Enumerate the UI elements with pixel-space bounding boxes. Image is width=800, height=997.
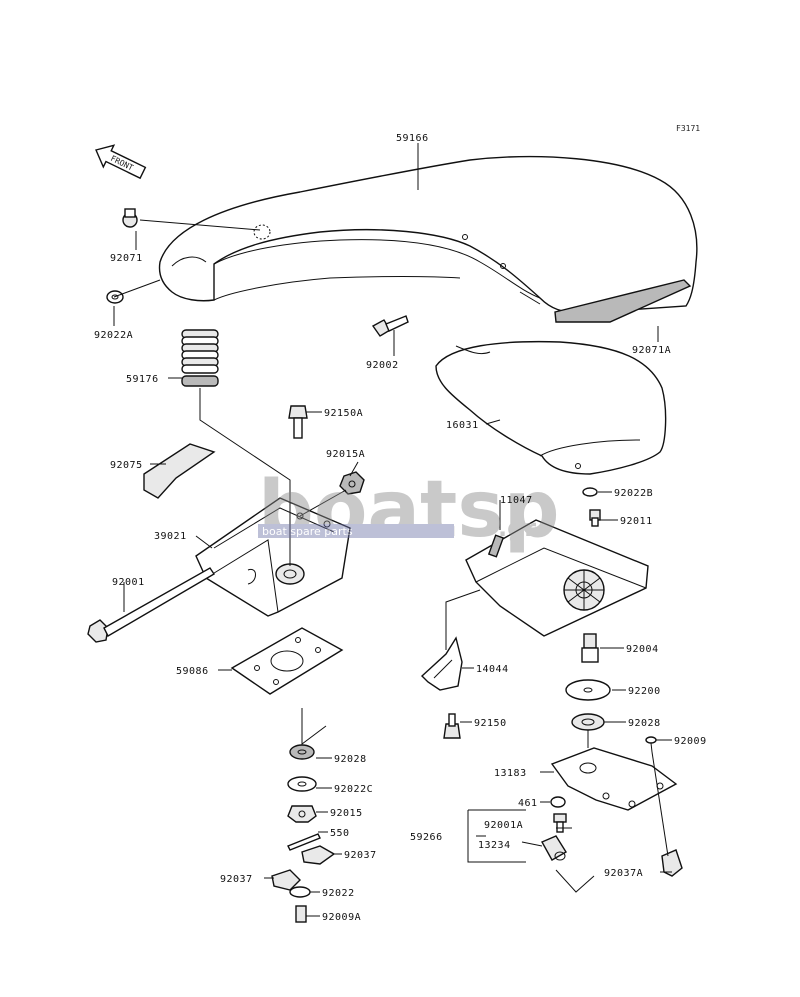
part-label-92001: 92001 (112, 577, 145, 588)
part-label-550: 550 (330, 828, 350, 839)
watermark-brand: boatsp (258, 465, 560, 555)
part-label-92071: 92071 (110, 253, 143, 264)
diagram-reference-code: F3171 (676, 124, 700, 133)
washer-92022b (582, 487, 598, 497)
part-label-92200: 92200 (628, 686, 661, 697)
plate-13183 (550, 747, 678, 811)
leader-lines (113, 143, 672, 917)
bolt-92001 (87, 567, 215, 643)
part-label-92028-upper: 92028 (628, 718, 661, 729)
bolt-92002 (371, 315, 409, 337)
part-label-461: 461 (518, 798, 538, 809)
part-label-92037-left: 92037 (220, 874, 253, 885)
cover-16031 (435, 340, 667, 475)
part-label-92009a: 92009A (322, 912, 361, 923)
plate-59086 (230, 627, 344, 695)
bracket-14044 (420, 636, 463, 691)
part-label-92022c: 92022C (334, 784, 373, 795)
part-label-92009: 92009 (674, 736, 707, 747)
part-labels: 59166 92071 92022A 92071A 92002 59176 92… (94, 133, 707, 923)
front-arrow: FRONT (95, 144, 147, 180)
part-label-59266: 59266 (410, 832, 443, 843)
part-label-13234: 13234 (478, 840, 511, 851)
fitting-92004 (581, 633, 599, 663)
part-label-16031: 16031 (446, 420, 479, 431)
part-label-92037a: 92037A (604, 868, 643, 879)
part-label-92004: 92004 (626, 644, 659, 655)
part-label-92002: 92002 (366, 360, 399, 371)
part-label-92150a: 92150A (324, 408, 363, 419)
watermark-suffix: .gr (498, 514, 536, 542)
part-label-92001a: 92001A (484, 820, 523, 831)
part-label-92071a: 92071A (632, 345, 671, 356)
pad-92075 (143, 443, 216, 499)
bolt-92150a (288, 405, 308, 439)
cap-92071 (122, 208, 138, 228)
screw-92009a (295, 905, 307, 923)
part-label-92022a: 92022A (94, 330, 133, 341)
part-label-92150: 92150 (474, 718, 507, 729)
nut-92015a (339, 471, 365, 495)
watermark-tagline: boat spare parts (262, 525, 353, 538)
part-label-59086: 59086 (176, 666, 209, 677)
bolt-92001a (553, 813, 567, 833)
part-label-92011: 92011 (620, 516, 653, 527)
bolt-92150 (443, 713, 461, 739)
collar-13234 (541, 835, 567, 861)
washer-92200 (565, 679, 611, 701)
bracket-39021 (195, 497, 351, 617)
part-label-39021: 39021 (154, 531, 187, 542)
part-label-92037-right: 92037 (344, 850, 377, 861)
part-label-13183: 13183 (494, 768, 527, 779)
part-label-92015a: 92015A (326, 449, 365, 460)
part-label-11047: 11047 (500, 495, 533, 506)
clamp-92037-right (301, 845, 336, 865)
part-label-92028-lower: 92028 (334, 754, 367, 765)
pin-550 (287, 833, 321, 851)
base-11047 (465, 519, 649, 637)
nut-92015 (287, 805, 317, 823)
washer-92028-upper (571, 713, 605, 731)
washer-92022c (287, 776, 317, 792)
part-label-92022: 92022 (322, 888, 355, 899)
part-label-14044: 14044 (476, 664, 509, 675)
washer-92022 (289, 886, 311, 898)
part-label-59166: 59166 (396, 133, 429, 144)
part-label-59176: 59176 (126, 374, 159, 385)
seat-trim-92071a (554, 279, 692, 323)
part-label-92015: 92015 (330, 808, 363, 819)
screw-92009 (645, 736, 657, 753)
part-label-92022b: 92022B (614, 488, 653, 499)
nut-461 (550, 796, 566, 808)
bellows-59176 (181, 329, 219, 387)
part-label-92075: 92075 (110, 460, 143, 471)
screw-92011 (589, 509, 601, 527)
clamp-92037-left (271, 869, 301, 891)
clip-92037a (661, 849, 683, 877)
seat-59166 (158, 155, 698, 314)
washer-92028-lower (289, 744, 315, 760)
watermark: boatsp .gr boat spare parts (258, 465, 560, 555)
